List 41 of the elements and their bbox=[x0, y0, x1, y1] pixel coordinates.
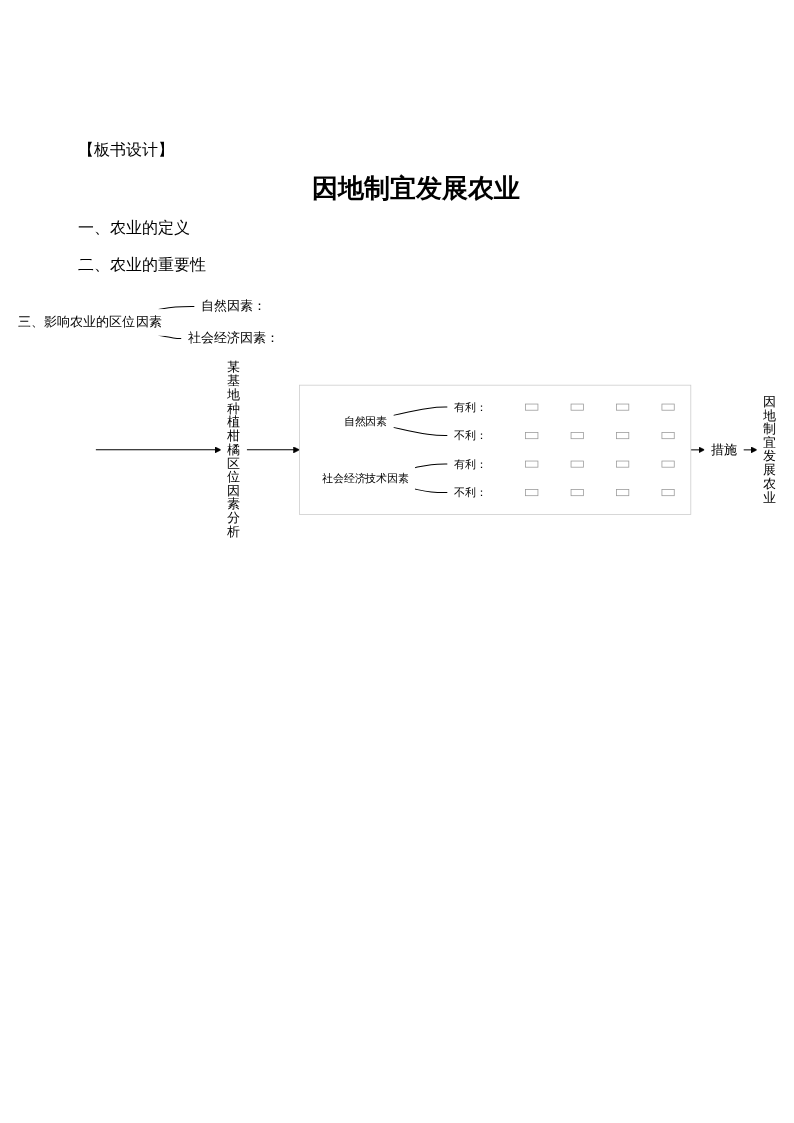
list-item: 二、农业的重要性 bbox=[78, 255, 206, 276]
node-box bbox=[616, 403, 630, 411]
node-text: 不利： bbox=[453, 429, 487, 442]
arrow bbox=[245, 446, 300, 454]
connector bbox=[414, 463, 449, 469]
node-box bbox=[661, 432, 675, 440]
node-box bbox=[570, 460, 584, 468]
arrow bbox=[690, 446, 705, 454]
node-box bbox=[616, 460, 630, 468]
node-box bbox=[616, 489, 630, 497]
node-box bbox=[661, 489, 675, 497]
node-text: 自然因素： bbox=[201, 298, 267, 314]
node-box bbox=[525, 403, 539, 411]
node-text: 自然因素 bbox=[343, 414, 387, 428]
node-text: 不利： bbox=[453, 486, 487, 499]
node-text: 有利： bbox=[453, 400, 487, 413]
node-text: 有利： bbox=[453, 457, 487, 470]
node-text: 因地制宜发展农业 bbox=[763, 393, 777, 505]
arrow bbox=[95, 446, 222, 454]
arrow bbox=[742, 446, 758, 454]
node-box bbox=[661, 460, 675, 468]
connector bbox=[414, 488, 449, 494]
connector bbox=[392, 406, 449, 416]
node-box bbox=[616, 432, 630, 440]
node-text: 某基地种植柑橘区位因素分析 bbox=[227, 359, 241, 540]
cluster bbox=[299, 384, 692, 515]
section-heading: 【板书设计】 bbox=[78, 140, 174, 161]
node-text: 社会经济技术因素 bbox=[322, 471, 409, 485]
connector bbox=[392, 426, 449, 437]
node-text: 三、影响农业的区位因素 bbox=[17, 314, 162, 330]
node-box bbox=[525, 489, 539, 497]
node-box bbox=[570, 489, 584, 497]
node-box bbox=[570, 432, 584, 440]
list-item: 一、农业的定义 bbox=[78, 218, 190, 239]
node-text: 措施 bbox=[710, 441, 738, 457]
title: 因地制宜发展农业 bbox=[311, 172, 521, 205]
node-box bbox=[525, 460, 539, 468]
node-box bbox=[570, 403, 584, 411]
node-box bbox=[525, 432, 539, 440]
node-box bbox=[661, 403, 675, 411]
node-text: 社会经济因素： bbox=[187, 330, 280, 346]
